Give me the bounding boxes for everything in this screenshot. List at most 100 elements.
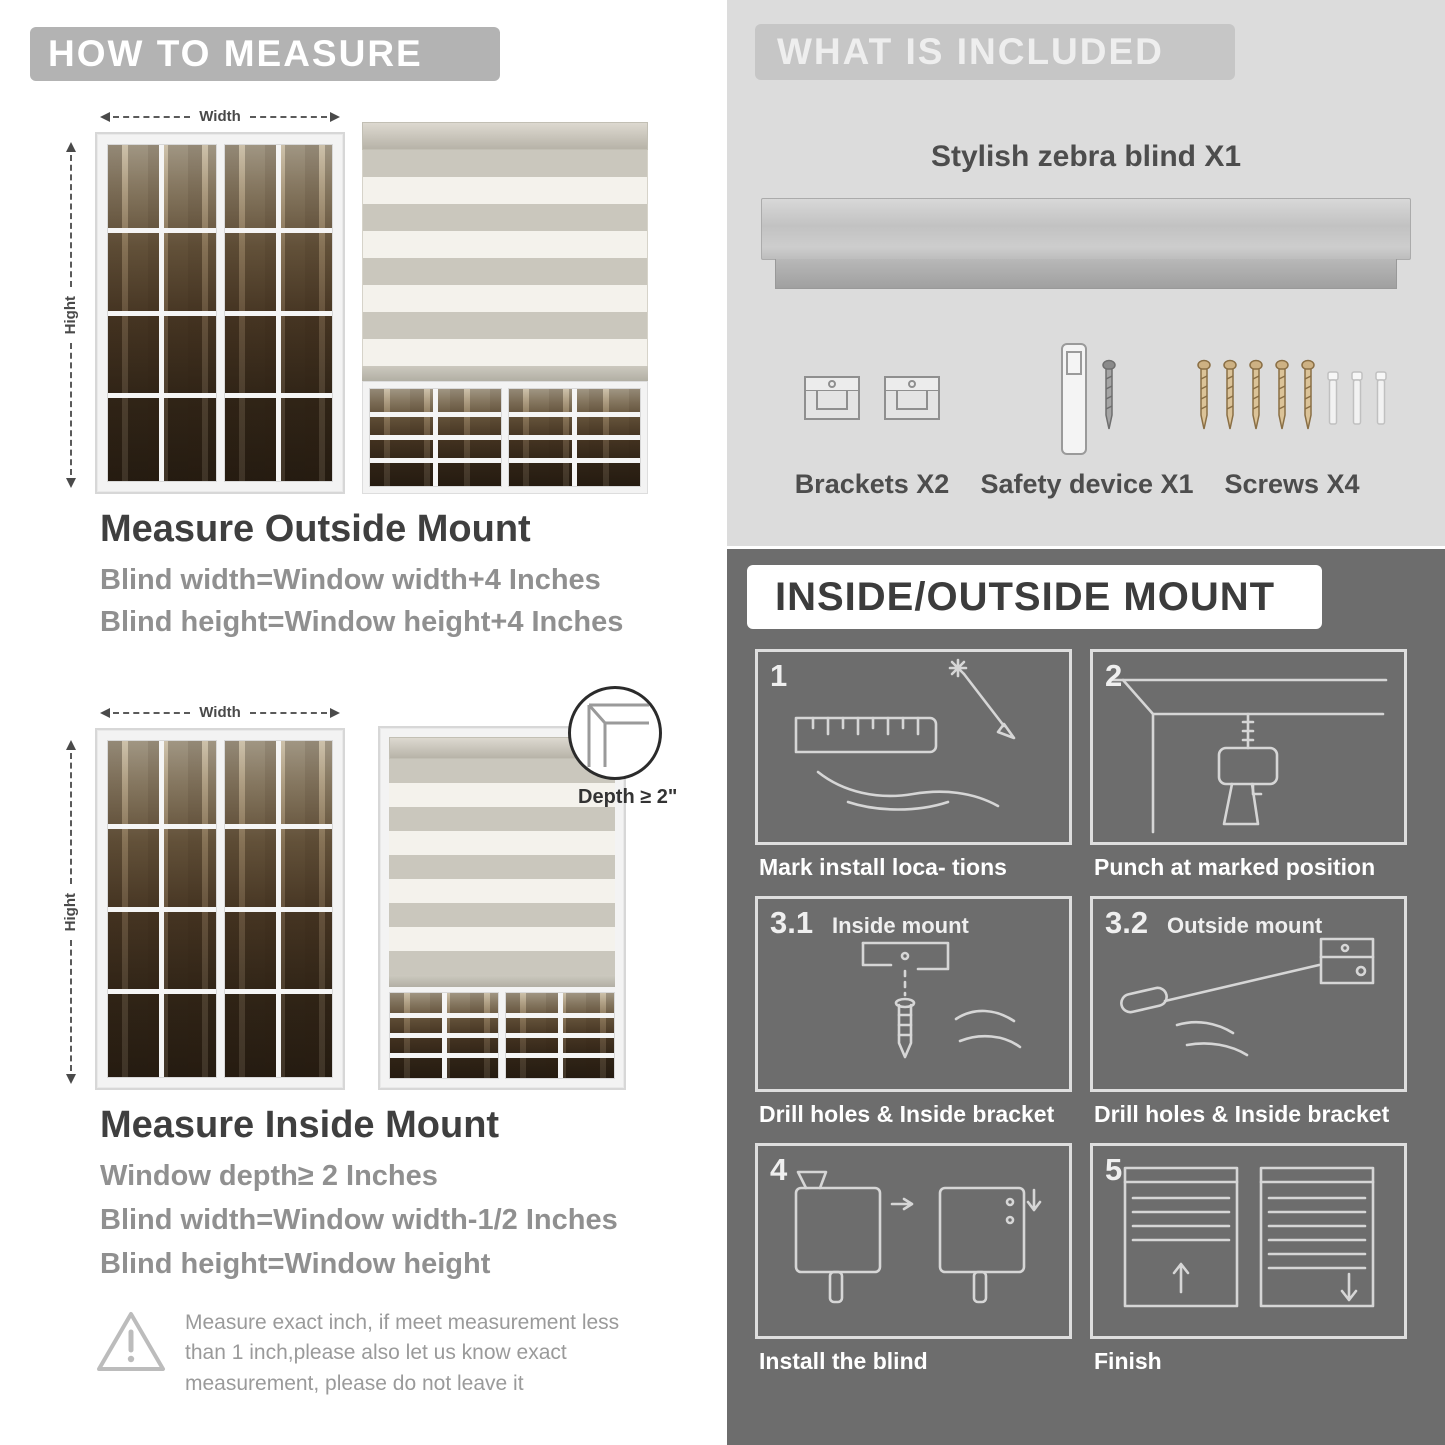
window-sash <box>389 992 499 1079</box>
height-arrow: Hight <box>62 142 79 489</box>
step-inner-label: Outside mount <box>1167 913 1323 938</box>
arrow-up-icon <box>65 142 76 152</box>
inside-mount-title: Measure Inside Mount <box>100 1104 500 1146</box>
safety-device-label: Safety device X1 <box>980 469 1194 499</box>
step-cell-3-2: 3.2 Outside mount Drill holes & Inside b… <box>1090 896 1407 1128</box>
wall-anchor-icon <box>1375 371 1387 425</box>
warning-text: Measure exact inch, if meet measurement … <box>185 1311 620 1395</box>
height-arrow: Hight <box>62 740 79 1085</box>
screw-icon <box>1301 359 1315 430</box>
height-label: Hight <box>62 295 79 335</box>
step-caption: Drill holes & Inside bracket <box>1094 1101 1390 1127</box>
screw-icon <box>1249 359 1263 430</box>
depth-callout-circle <box>568 686 662 780</box>
step-number: 3.1 <box>770 905 814 940</box>
step-caption: Install the blind <box>759 1348 928 1374</box>
step-caption: Punch at marked position <box>1094 854 1376 880</box>
window-sash <box>107 144 217 482</box>
how-to-measure-header: HOW TO MEASURE <box>30 27 500 81</box>
blind-stripes <box>362 150 648 366</box>
corner-detail-icon <box>587 703 649 767</box>
step-cell-5: 5 Finish <box>1090 1143 1407 1375</box>
arrow-right-icon <box>330 111 341 122</box>
window-sash <box>369 388 502 487</box>
zebra-blind-illustration-inside <box>378 726 626 1090</box>
screws-label: Screws X4 <box>1224 469 1360 499</box>
width-label: Width <box>199 704 241 721</box>
what-is-included-header: WHAT IS INCLUDED <box>755 24 1235 80</box>
blind-stripes <box>389 759 615 975</box>
headrail-fascia-graphic <box>775 259 1397 289</box>
arrow-left-icon <box>100 111 110 122</box>
safety-device-icon <box>1061 343 1087 455</box>
screw-icon <box>1275 359 1289 430</box>
inside-rule-depth: Window depth≥ 2 Inches <box>100 1160 438 1192</box>
measuring-tape-icon <box>794 658 1016 811</box>
arrow-down-icon <box>65 1074 76 1085</box>
step-caption: Finish <box>1094 1348 1162 1374</box>
step-panel-5: 5 <box>1090 1143 1407 1339</box>
step-inner-label: Inside mount <box>832 913 969 938</box>
wall-anchor-icon <box>1351 371 1363 425</box>
step-caption: Drill holes & Inside bracket <box>759 1101 1055 1127</box>
warning-triangle-icon <box>97 1312 165 1371</box>
window-sash <box>223 144 333 482</box>
arrow-down-icon <box>65 478 76 489</box>
wall-anchor-icon <box>1327 371 1339 425</box>
inside-outside-mount-section: INSIDE/OUTSIDE MOUNT 1 Mark in <box>727 549 1445 1445</box>
window-sash <box>223 740 333 1078</box>
bracket-icon <box>884 376 940 420</box>
window-sash <box>107 740 217 1078</box>
step-number: 5 <box>1105 1152 1123 1187</box>
arrow-up-icon <box>65 740 76 750</box>
step-cell-4: 4 Install the blind <box>755 1143 1072 1375</box>
step-panel-3-2: 3.2 Outside mount <box>1090 896 1407 1092</box>
mount-header: INSIDE/OUTSIDE MOUNT <box>747 565 1322 629</box>
install-blind-icon <box>794 1170 1042 1304</box>
step-number: 2 <box>1105 658 1123 693</box>
inside-rule-height: Blind height=Window height <box>100 1248 491 1280</box>
headrail-graphic <box>761 198 1411 260</box>
outside-mount-title: Measure Outside Mount <box>100 508 531 550</box>
step-cell-1: 1 Mark install loca- tions <box>755 649 1072 881</box>
what-is-included-section: WHAT IS INCLUDED Stylish zebra blind X1 <box>727 0 1445 546</box>
step-cell-2: 2 Punch at marked position <box>1090 649 1407 881</box>
outside-rule-height: Blind height=Window height+4 Inches <box>100 606 624 638</box>
mount-steps-grid: 1 Mark install loca- tions 2 <box>755 649 1407 1375</box>
window-below-blind <box>389 987 615 1079</box>
bracket-screwdriver-icon <box>1120 937 1375 1057</box>
width-label: Width <box>199 108 241 125</box>
finish-blind-icon <box>1123 1166 1375 1308</box>
step-panel-4: 4 <box>755 1143 1072 1339</box>
window-illustration-inside <box>95 728 345 1090</box>
height-label: Hight <box>62 892 79 932</box>
blind-bottomrail <box>362 366 648 381</box>
step-cell-3-1: 3.1 Inside mount Drill holes & In <box>755 896 1072 1128</box>
step-panel-2: 2 <box>1090 649 1407 845</box>
arrow-right-icon <box>330 707 341 718</box>
step-panel-3-1: 3.1 Inside mount <box>755 896 1072 1092</box>
screw-icon <box>1102 359 1116 430</box>
step-number: 1 <box>770 658 788 693</box>
width-arrow: Width <box>100 704 341 721</box>
window-below-blind <box>362 381 648 494</box>
brackets-label: Brackets X2 <box>794 469 950 499</box>
window-sash <box>505 992 615 1079</box>
step-number: 4 <box>770 1152 788 1187</box>
screw-icon <box>1197 359 1211 430</box>
drill-icon <box>1109 678 1388 834</box>
bracket-icon <box>804 376 860 420</box>
width-arrow: Width <box>100 108 341 125</box>
depth-callout-label: Depth ≥ 2" <box>578 786 678 808</box>
inside-rule-width: Blind width=Window width-1/2 Inches <box>100 1204 618 1236</box>
arrow-left-icon <box>100 707 110 718</box>
included-item-screws: Screws X4 <box>1187 335 1397 500</box>
step-panel-1: 1 <box>755 649 1072 845</box>
blind-bottomrail <box>389 975 615 987</box>
outside-rule-width: Blind width=Window width+4 Inches <box>100 564 601 596</box>
bracket-screw-icon <box>861 941 1022 1059</box>
measure-warning: Measure exact inch, if meet measurement … <box>95 1308 640 1399</box>
screw-icon <box>1223 359 1237 430</box>
step-number: 3.2 <box>1105 905 1149 940</box>
included-item-safety-device: Safety device X1 <box>980 335 1194 500</box>
